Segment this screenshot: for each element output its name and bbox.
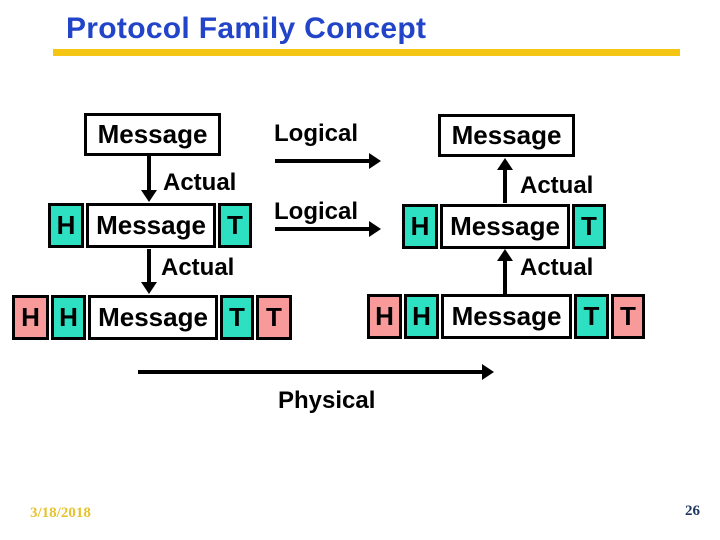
arrow-head — [369, 153, 381, 169]
message-cell: Message — [86, 203, 216, 248]
trailer-cell-inner: T — [220, 295, 254, 340]
arrow-shaft — [275, 227, 372, 231]
arrow-shaft — [147, 156, 151, 192]
left-down-arrow-2-icon — [141, 249, 157, 294]
header-cell-inner: H — [404, 294, 439, 339]
slide-title: Protocol Family Concept — [66, 12, 427, 45]
arrow-shaft — [138, 370, 485, 374]
trailer-cell-inner: T — [574, 294, 609, 339]
trailer-cell-outer: T — [256, 295, 292, 340]
left-message-box: Message — [84, 113, 221, 156]
arrow-head — [482, 364, 494, 380]
message-cell: Message — [440, 204, 570, 249]
arrow-head — [497, 249, 513, 261]
left-hmt-row: H Message T — [48, 203, 252, 248]
trailer-cell-outer: T — [611, 294, 645, 339]
arrow-head — [497, 158, 513, 170]
trailer-cell: T — [218, 203, 252, 248]
right-actual-label-1: Actual — [520, 172, 594, 199]
arrow-head — [141, 282, 157, 294]
logical-arrow-2-icon — [275, 221, 381, 237]
logical-arrow-1-icon — [275, 153, 381, 169]
header-cell-outer: H — [12, 295, 49, 340]
right-up-arrow-1-icon — [497, 158, 513, 203]
right-up-arrow-2-icon — [497, 249, 513, 294]
arrow-shaft — [503, 259, 507, 294]
header-cell-outer: H — [367, 294, 402, 339]
arrow-head — [141, 190, 157, 202]
slide-date: 3/18/2018 — [30, 505, 91, 521]
left-hhmtt-row: H H Message T T — [12, 295, 292, 340]
right-hmt-row: H Message T — [402, 204, 606, 249]
right-message-box: Message — [438, 114, 575, 157]
header-cell: H — [48, 203, 84, 248]
arrow-shaft — [503, 168, 507, 203]
right-actual-label-2: Actual — [520, 254, 594, 281]
arrow-shaft — [147, 249, 151, 284]
logical-label-1: Logical — [274, 120, 359, 147]
message-cell: Message — [441, 294, 572, 339]
arrow-head — [369, 221, 381, 237]
physical-arrow-icon — [138, 364, 494, 380]
trailer-cell: T — [572, 204, 606, 249]
left-actual-label-2: Actual — [161, 254, 235, 281]
message-cell: Message — [88, 295, 218, 340]
slide-page-number: 26 — [685, 503, 700, 519]
header-cell: H — [402, 204, 438, 249]
logical-label-2: Logical — [274, 198, 359, 225]
physical-label: Physical — [278, 387, 376, 414]
right-hhmtt-row: H H Message T T — [367, 294, 645, 339]
left-down-arrow-1-icon — [141, 156, 157, 202]
arrow-shaft — [275, 159, 372, 163]
title-underline-bar — [53, 49, 680, 56]
header-cell-inner: H — [51, 295, 86, 340]
left-actual-label-1: Actual — [163, 169, 237, 196]
